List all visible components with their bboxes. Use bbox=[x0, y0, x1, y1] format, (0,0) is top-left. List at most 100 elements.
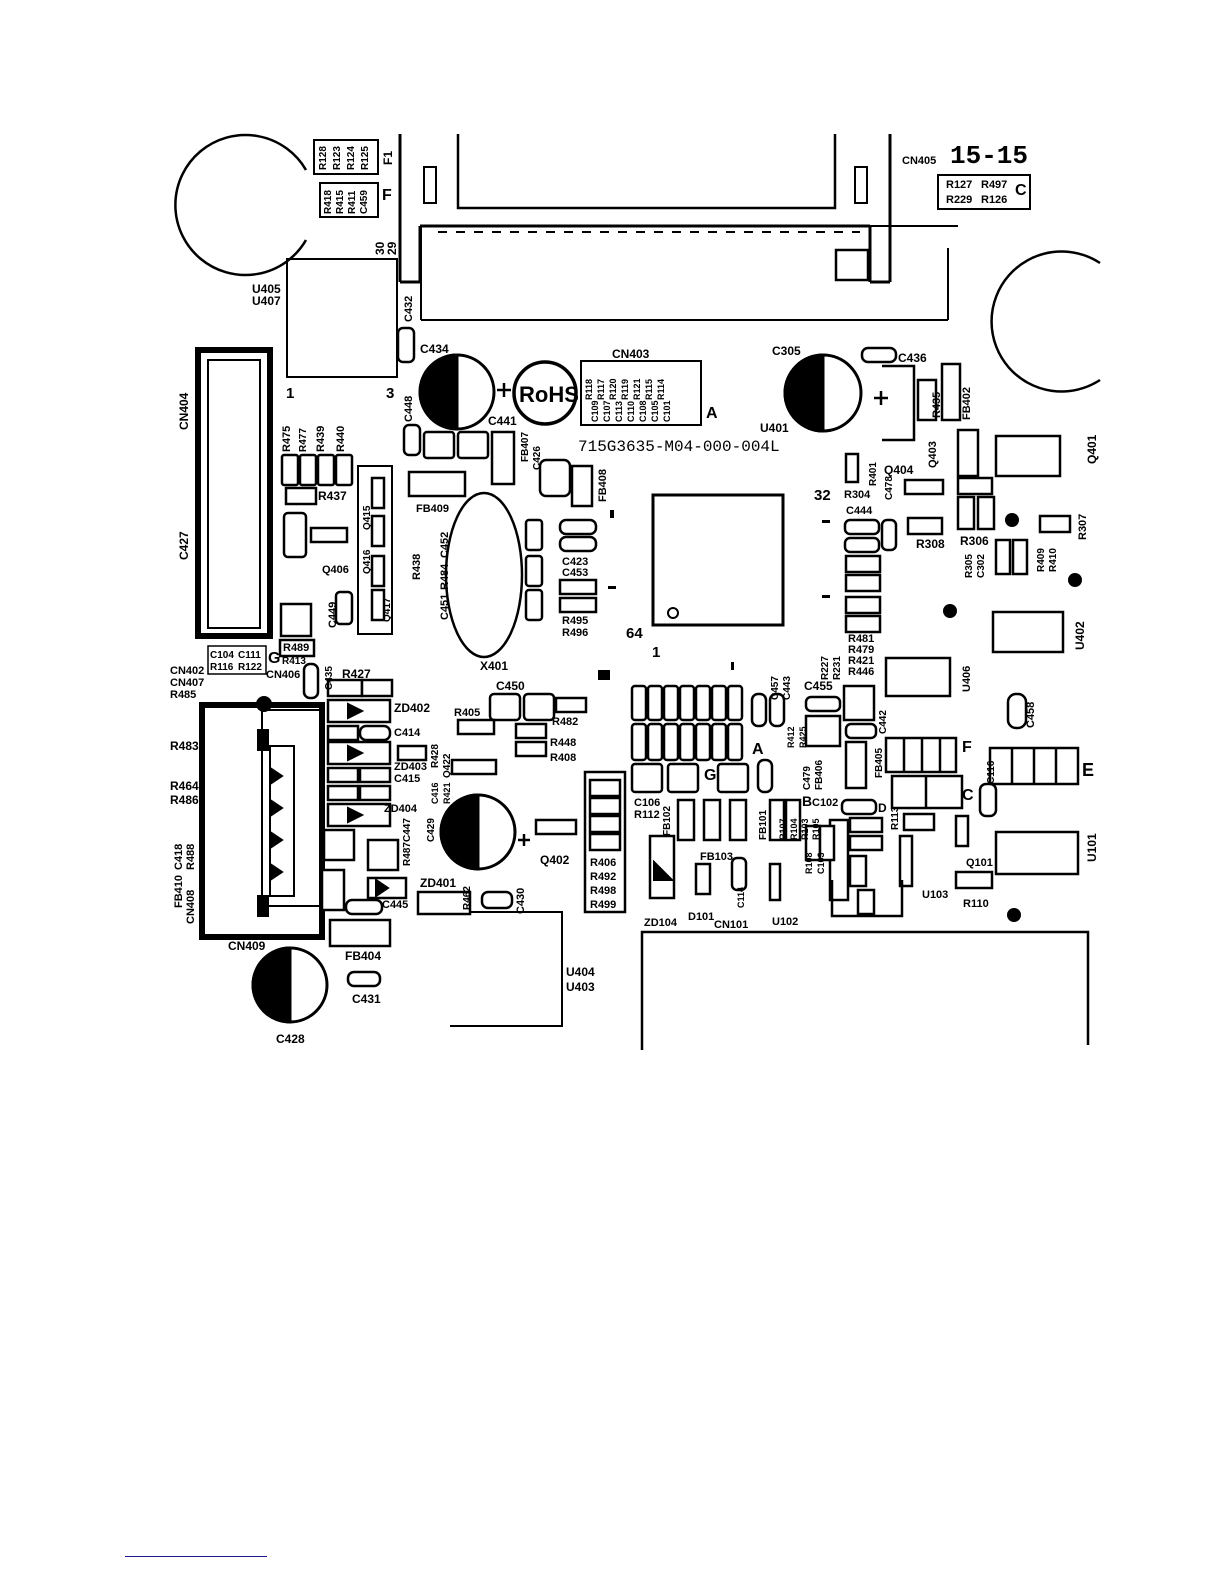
label-c450: C450 bbox=[496, 679, 525, 693]
label-fb409: FB409 bbox=[416, 503, 449, 515]
label-r462: R462 bbox=[462, 886, 473, 910]
electrolytic-caps bbox=[251, 353, 863, 1024]
label-r477: R477 bbox=[298, 428, 309, 452]
label-r116: R116 bbox=[210, 662, 234, 673]
label-r406: R406 bbox=[590, 857, 616, 869]
label-g_mark2: G bbox=[268, 650, 280, 667]
label-c101: C101 bbox=[662, 400, 672, 422]
label-r231: R231 bbox=[832, 656, 843, 680]
footer-rule bbox=[125, 1556, 267, 1557]
label-c458: C458 bbox=[1025, 702, 1037, 728]
label-c444: C444 bbox=[846, 505, 873, 517]
label-pin1b: 1 bbox=[652, 644, 660, 661]
label-c102: C102 bbox=[812, 797, 838, 809]
label-r439: R439 bbox=[315, 426, 327, 452]
label-x401: X401 bbox=[480, 659, 508, 673]
label-r110: R110 bbox=[963, 898, 989, 910]
label-r227: R227 bbox=[820, 656, 831, 680]
label-q406: Q406 bbox=[322, 564, 349, 576]
board-outlines bbox=[174, 133, 1101, 1050]
label-c445: C445 bbox=[382, 899, 408, 911]
label-r_side2: 29 bbox=[385, 241, 399, 255]
label-u403: U403 bbox=[566, 980, 595, 994]
label-c479: C479 bbox=[802, 766, 813, 790]
label-r115: R115 bbox=[644, 379, 654, 400]
label-r119: R119 bbox=[620, 379, 630, 400]
label-r_side1: 30 bbox=[373, 241, 387, 255]
label-r413: R413 bbox=[282, 656, 306, 667]
label-c305: C305 bbox=[772, 344, 801, 358]
cap-c434 bbox=[418, 353, 496, 431]
label-r405: R405 bbox=[454, 707, 480, 719]
label-fb406: FB406 bbox=[814, 760, 825, 790]
label-c428: C428 bbox=[276, 1032, 305, 1046]
label-r488: R488 bbox=[185, 844, 197, 870]
label-c448: C448 bbox=[403, 396, 415, 422]
smd-pads bbox=[207, 326, 1080, 988]
label-c415: C415 bbox=[394, 773, 420, 785]
label-u401: U401 bbox=[760, 421, 789, 435]
label-r107: R107 bbox=[778, 818, 788, 840]
label-u405: U405 bbox=[252, 282, 281, 296]
label-r446: R446 bbox=[848, 666, 874, 678]
label-fb410: FB410 bbox=[173, 875, 185, 908]
label-c478: C478 bbox=[884, 476, 895, 500]
label-c457: C457 bbox=[770, 676, 781, 700]
board-title: 15-15 bbox=[950, 141, 1028, 171]
label-r124: R124 bbox=[346, 146, 357, 170]
label-c114: C114 bbox=[736, 887, 746, 908]
label-zd402: ZD402 bbox=[394, 701, 430, 715]
label-u402: U402 bbox=[1073, 621, 1087, 650]
label-d_mark: D bbox=[878, 801, 887, 815]
label-r306: R306 bbox=[960, 534, 989, 548]
label-zd104: ZD104 bbox=[644, 917, 678, 929]
label-c113: C113 bbox=[614, 401, 624, 422]
label-r122: R122 bbox=[238, 662, 262, 673]
label-u102: U102 bbox=[772, 916, 798, 928]
label-r484: R484 bbox=[439, 563, 451, 590]
label-c418: C418 bbox=[173, 844, 185, 870]
label-c431: C431 bbox=[352, 992, 381, 1006]
label-c302: C302 bbox=[976, 554, 987, 578]
label-c111: C111 bbox=[238, 650, 261, 661]
label-r307: R307 bbox=[1077, 514, 1089, 540]
label-r440: R440 bbox=[335, 426, 347, 452]
label-r421: R421 bbox=[442, 782, 452, 804]
label-c106: C106 bbox=[634, 797, 660, 809]
resistor-bank-upper bbox=[630, 684, 750, 794]
label-c435: C435 bbox=[324, 666, 335, 690]
label-r483: R483 bbox=[170, 739, 199, 753]
label-c109: C109 bbox=[590, 400, 600, 422]
label-cn403: CN403 bbox=[612, 347, 650, 361]
label-r412: R412 bbox=[786, 726, 796, 748]
label-r428: R428 bbox=[430, 744, 441, 768]
label-r418: R418 bbox=[323, 190, 334, 214]
label-fb408: FB408 bbox=[597, 469, 609, 502]
label-c_mark2: C bbox=[962, 787, 974, 804]
label-c_mark: C bbox=[1015, 182, 1027, 199]
label-u404: U404 bbox=[566, 965, 595, 979]
label-c453: C453 bbox=[562, 567, 588, 579]
label-c414: C414 bbox=[394, 727, 421, 739]
label-cn407: CN407 bbox=[170, 677, 204, 689]
label-r408: R408 bbox=[550, 752, 576, 764]
label-c416: C416 bbox=[430, 782, 440, 804]
label-r410: R410 bbox=[1048, 548, 1059, 572]
label-c426: C426 bbox=[532, 446, 543, 470]
label-c452: C452 bbox=[439, 532, 451, 558]
label-q422: Q422 bbox=[442, 753, 453, 778]
label-r497: R497 bbox=[981, 179, 1007, 191]
label-c429: C429 bbox=[426, 818, 437, 842]
label-r498: R498 bbox=[590, 885, 616, 897]
label-r120: R120 bbox=[608, 378, 618, 400]
label-r421b: R421 bbox=[848, 655, 874, 667]
label-zd404: ZD404 bbox=[384, 803, 418, 815]
label-cn409: CN409 bbox=[228, 939, 266, 953]
label-q402: Q402 bbox=[540, 853, 570, 867]
label-c108: C108 bbox=[638, 400, 648, 422]
label-r475: R475 bbox=[281, 426, 293, 452]
label-r304: R304 bbox=[844, 489, 871, 501]
label-cn408: CN408 bbox=[185, 890, 197, 924]
label-r487: R487 bbox=[402, 842, 413, 866]
label-c434: C434 bbox=[420, 342, 449, 356]
